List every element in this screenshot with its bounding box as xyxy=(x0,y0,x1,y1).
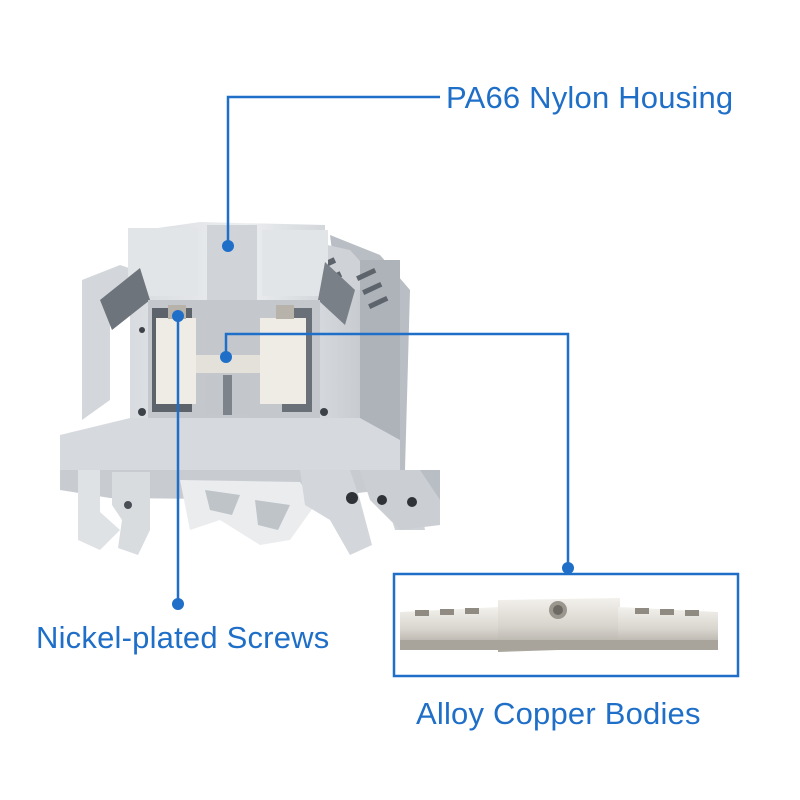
housing-front xyxy=(82,222,360,430)
callout-dots xyxy=(172,240,574,610)
copper-body-image xyxy=(400,598,718,652)
housing-leader-line xyxy=(226,95,440,246)
copper-body-inset xyxy=(392,572,740,678)
screws-callout-label: Nickel-plated Screws xyxy=(36,620,330,655)
callout-lines xyxy=(176,95,570,604)
housing-dot xyxy=(222,240,234,252)
bodies-dot-bottom xyxy=(562,562,574,574)
housing-callout-label: PA66 Nylon Housing xyxy=(446,80,734,115)
housing-base xyxy=(60,418,440,555)
bodies-callout-label: Alloy Copper Bodies xyxy=(416,696,701,731)
bodies-leader-line xyxy=(224,332,570,568)
bodies-dot-top xyxy=(220,351,232,363)
screws-dot-top xyxy=(172,310,184,322)
screws-dot-bottom xyxy=(172,598,184,610)
terminal-block-image xyxy=(60,222,440,555)
